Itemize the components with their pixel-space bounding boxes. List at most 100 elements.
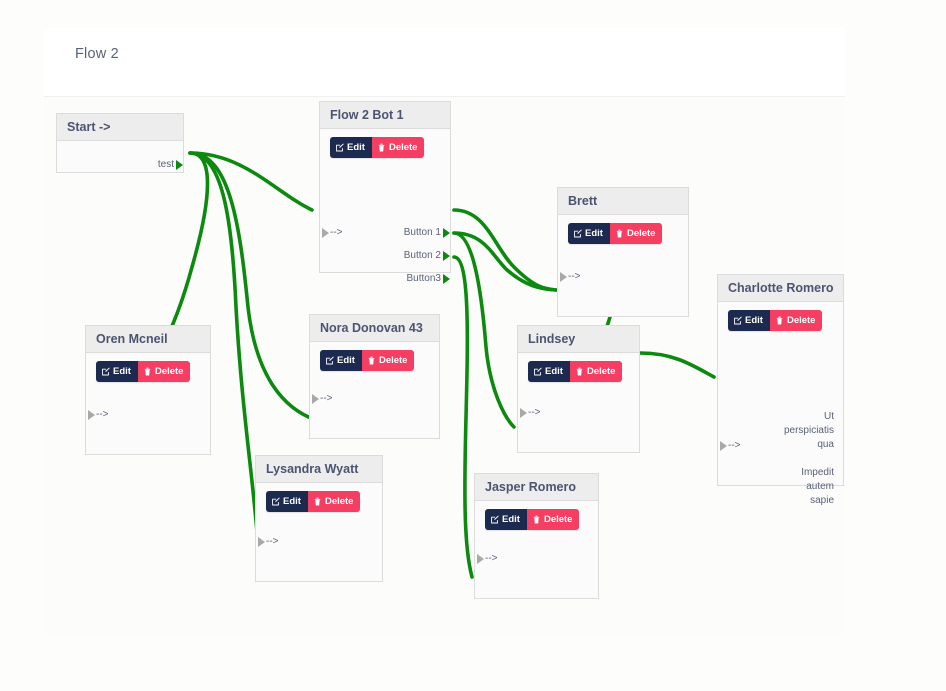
node-body-brett: Edit Delete --> bbox=[558, 215, 688, 317]
input-port-lysandra-0[interactable]: --> bbox=[258, 536, 279, 548]
delete-button-brett[interactable]: Delete bbox=[609, 223, 663, 244]
edit-button-jasper[interactable]: Edit bbox=[485, 509, 527, 530]
pencil-square-icon bbox=[102, 367, 110, 376]
pencil-square-icon bbox=[326, 356, 334, 365]
delete-button-label: Delete bbox=[388, 141, 418, 153]
node-body-oren: Edit Delete --> bbox=[86, 353, 210, 455]
node-body-lysandra: Edit Delete --> bbox=[256, 483, 382, 582]
node-text-line: sapie bbox=[810, 495, 834, 506]
flow-edge[interactable] bbox=[452, 255, 474, 579]
delete-button-label: Delete bbox=[154, 365, 184, 377]
delete-button-jasper[interactable]: Delete bbox=[526, 509, 580, 530]
node-actions-nora: Edit Delete bbox=[320, 350, 415, 371]
edit-button-label: Edit bbox=[283, 495, 301, 507]
port-arrow-icon bbox=[176, 160, 183, 170]
port-arrow-icon bbox=[312, 394, 319, 404]
pencil-square-icon bbox=[534, 367, 542, 376]
flow-edge[interactable] bbox=[452, 231, 516, 429]
input-port-brett-0[interactable]: --> bbox=[560, 271, 581, 283]
edit-button-nora[interactable]: Edit bbox=[320, 350, 362, 371]
flow-header-panel: Flow 2 bbox=[44, 28, 845, 97]
edit-button-label: Edit bbox=[545, 365, 563, 377]
node-actions-charlotte: Edit Delete bbox=[728, 310, 823, 331]
node-text-line: perspiciatis bbox=[783, 425, 834, 436]
port-arrow-icon bbox=[720, 441, 727, 451]
flow-edge[interactable] bbox=[188, 151, 314, 212]
flow-edge[interactable] bbox=[638, 351, 716, 379]
node-actions-lindsey: Edit Delete bbox=[528, 361, 623, 382]
edit-button-oren[interactable]: Edit bbox=[96, 361, 138, 382]
edit-button-label: Edit bbox=[585, 227, 603, 239]
delete-button-charlotte[interactable]: Delete bbox=[769, 310, 823, 331]
edit-button-lindsey[interactable]: Edit bbox=[528, 361, 570, 382]
input-port-charlotte-0[interactable]: --> bbox=[720, 440, 741, 452]
port-arrow-icon bbox=[443, 251, 450, 261]
pencil-square-icon bbox=[336, 143, 344, 152]
trash-icon bbox=[576, 367, 583, 376]
input-port-jasper-0[interactable]: --> bbox=[477, 553, 498, 565]
input-port-nora-0[interactable]: --> bbox=[312, 393, 333, 405]
flow-edge[interactable] bbox=[452, 208, 558, 292]
input-port-flow2bot1-0[interactable]: --> bbox=[322, 227, 343, 239]
input-port-lindsey-0[interactable]: --> bbox=[520, 407, 541, 419]
port-arrow-icon bbox=[520, 408, 527, 418]
trash-icon bbox=[144, 367, 151, 376]
trash-icon bbox=[533, 515, 540, 524]
node-body-lindsey: Edit Delete --> bbox=[518, 353, 639, 453]
node-title-lysandra: Lysandra Wyatt bbox=[256, 456, 382, 483]
output-port-flow2bot1-1[interactable]: Button 2 bbox=[404, 250, 450, 262]
port-arrow-icon bbox=[322, 228, 329, 238]
node-title-brett: Brett bbox=[558, 188, 688, 215]
edit-button-label: Edit bbox=[113, 365, 131, 377]
edit-button-lysandra[interactable]: Edit bbox=[266, 491, 308, 512]
node-body-nora: Edit Delete --> bbox=[310, 342, 439, 439]
node-title-start: Start -> bbox=[57, 114, 183, 141]
node-actions-lysandra: Edit Delete bbox=[266, 491, 361, 512]
edit-button-label: Edit bbox=[337, 354, 355, 366]
page-title: Flow 2 bbox=[75, 46, 119, 62]
node-actions-oren: Edit Delete bbox=[96, 361, 191, 382]
edit-button-brett[interactable]: Edit bbox=[568, 223, 610, 244]
delete-button-label: Delete bbox=[586, 365, 616, 377]
pencil-square-icon bbox=[734, 316, 742, 325]
node-actions-flow2bot1: Edit Delete bbox=[330, 137, 425, 158]
delete-button-nora[interactable]: Delete bbox=[361, 350, 415, 371]
node-body-start: test bbox=[57, 141, 183, 173]
delete-button-flow2bot1[interactable]: Delete bbox=[371, 137, 425, 158]
delete-button-oren[interactable]: Delete bbox=[137, 361, 191, 382]
trash-icon bbox=[776, 316, 783, 325]
node-actions-brett: Edit Delete bbox=[568, 223, 663, 244]
port-arrow-icon bbox=[560, 272, 567, 282]
flow-edge[interactable] bbox=[452, 231, 558, 292]
output-port-flow2bot1-2[interactable]: Button3 bbox=[407, 273, 450, 285]
delete-button-lysandra[interactable]: Delete bbox=[307, 491, 361, 512]
delete-button-lindsey[interactable]: Delete bbox=[569, 361, 623, 382]
edit-button-charlotte[interactable]: Edit bbox=[728, 310, 770, 331]
node-title-charlotte: Charlotte Romero bbox=[718, 275, 843, 302]
input-port-oren-0[interactable]: --> bbox=[88, 409, 109, 421]
edit-button-label: Edit bbox=[745, 314, 763, 326]
edit-button-flow2bot1[interactable]: Edit bbox=[330, 137, 372, 158]
pencil-square-icon bbox=[574, 229, 582, 238]
node-start[interactable]: Start -> test bbox=[56, 113, 184, 173]
output-port-start-0[interactable]: test bbox=[158, 159, 183, 171]
port-arrow-icon bbox=[443, 274, 450, 284]
edit-button-label: Edit bbox=[347, 141, 365, 153]
pencil-square-icon bbox=[491, 515, 499, 524]
trash-icon bbox=[314, 497, 321, 506]
output-port-flow2bot1-0[interactable]: Button 1 bbox=[404, 227, 450, 239]
delete-button-label: Delete bbox=[786, 314, 816, 326]
port-arrow-icon bbox=[258, 537, 265, 547]
